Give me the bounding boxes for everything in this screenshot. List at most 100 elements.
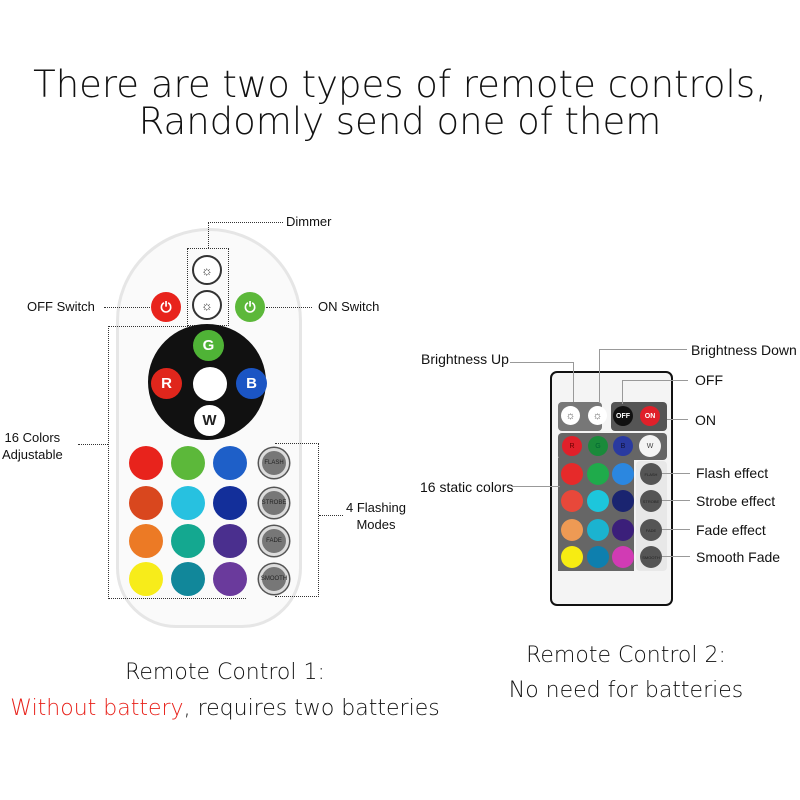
color-button[interactable]: [213, 446, 247, 480]
brightness-down-button-2[interactable]: ☼: [588, 406, 607, 425]
mode-button-strobe[interactable]: STROBE: [259, 488, 289, 518]
dimmer-label: Dimmer: [286, 214, 332, 229]
mode-leader: [662, 473, 690, 474]
remote-1-caption: Remote Control 1:: [125, 660, 325, 685]
mode-button-2-smooth[interactable]: SMOOTH: [640, 546, 662, 568]
color-button[interactable]: [171, 562, 205, 596]
on-label-2: ON: [695, 412, 716, 428]
brightness-up-leader-v: [573, 362, 574, 402]
green-button[interactable]: G: [193, 330, 224, 361]
on-button-2[interactable]: ON: [640, 406, 660, 426]
white-center-button[interactable]: [193, 367, 227, 401]
static-colors-label: 16 static colors: [420, 479, 514, 495]
off-button-2[interactable]: OFF: [613, 406, 633, 426]
on-button[interactable]: ⏻: [235, 292, 265, 322]
brightness-down-leader-v: [599, 349, 600, 402]
title-line-2: Randomly send one of them: [138, 100, 662, 143]
brightness-up-leader: [510, 362, 574, 363]
color-button[interactable]: [129, 446, 163, 480]
color-button-2[interactable]: [612, 463, 634, 485]
green-button-2[interactable]: G: [588, 436, 608, 456]
color-button[interactable]: [171, 524, 205, 558]
mode-leader: [662, 500, 690, 501]
brightness-up-button[interactable]: ☼: [192, 255, 222, 285]
on-leader-2: [667, 419, 688, 420]
brightness-up-button-2[interactable]: ☼: [561, 406, 580, 425]
battery-requirement: , requires two batteries: [183, 696, 440, 721]
color-button-2[interactable]: [587, 546, 609, 568]
color-button-2[interactable]: [612, 546, 634, 568]
mode-leader: [662, 556, 690, 557]
blue-button[interactable]: B: [236, 368, 267, 399]
color-button-2[interactable]: [612, 519, 634, 541]
color-button-2[interactable]: [612, 490, 634, 512]
color-button-2[interactable]: [561, 519, 583, 541]
color-button-2[interactable]: [587, 490, 609, 512]
white-button[interactable]: W: [194, 405, 225, 436]
red-button-2[interactable]: R: [562, 436, 582, 456]
dimmer-leader: [208, 222, 283, 248]
on-switch-label: ON Switch: [318, 299, 380, 314]
white-button-2[interactable]: W: [639, 435, 661, 457]
brightness-down-button[interactable]: ☼: [192, 290, 222, 320]
color-button[interactable]: [129, 486, 163, 520]
remote-1-battery-note: Without battery, requires two batteries: [0, 696, 450, 721]
mode-button-fade[interactable]: FADE: [259, 526, 289, 556]
modes-label-line-1: 4 Flashing: [346, 500, 406, 515]
mode-button-2-flash[interactable]: FLASH: [640, 463, 662, 485]
remote-2-battery-note: No need for batteries: [508, 678, 744, 703]
bulb-icon: ☼: [565, 409, 576, 422]
modes-leader: [319, 515, 343, 516]
battery-warning: Without battery: [10, 696, 184, 721]
off-label-2: OFF: [695, 372, 723, 388]
color-button[interactable]: [213, 524, 247, 558]
mode-button-smooth[interactable]: SMOOTH: [259, 564, 289, 594]
sun-down-icon: ☼: [201, 297, 213, 313]
color-button[interactable]: [213, 562, 247, 596]
modes-label-line-2: Modes: [356, 517, 396, 532]
brightness-down-label: Brightness Down: [691, 342, 797, 358]
brightness-up-label: Brightness Up: [421, 351, 509, 367]
off-leader-2: [622, 380, 688, 381]
colors-bracket: [108, 326, 190, 599]
off-leader: [104, 307, 150, 308]
mode-button-flash[interactable]: FLASH: [259, 448, 289, 478]
off-leader-2-v: [622, 380, 623, 404]
mode-button-2-fade[interactable]: FADE: [640, 519, 662, 541]
blue-button-2[interactable]: B: [613, 436, 633, 456]
color-button-2[interactable]: [561, 546, 583, 568]
color-button-2[interactable]: [587, 463, 609, 485]
static-leader: [512, 486, 560, 487]
mode-leader: [662, 529, 690, 530]
off-button[interactable]: ⏻: [151, 292, 181, 322]
power-icon: ⏻: [244, 298, 256, 315]
color-button[interactable]: [171, 446, 205, 480]
color-button-2[interactable]: [561, 463, 583, 485]
red-button[interactable]: R: [151, 368, 182, 399]
remote-2-caption: Remote Control 2:: [526, 643, 726, 668]
on-leader: [266, 307, 312, 308]
color-button[interactable]: [171, 486, 205, 520]
mode-button-2-strobe[interactable]: STROBE: [640, 490, 662, 512]
strobe-effect-label: Strobe effect: [696, 493, 776, 509]
color-button[interactable]: [213, 486, 247, 520]
smooth-fade-label: Smooth Fade: [696, 549, 781, 565]
colors-label-line-2: Adjustable: [2, 447, 63, 462]
bulb-icon: ☼: [592, 409, 603, 422]
fade-effect-label: Fade effect: [696, 522, 766, 538]
title-line-1: There are two types of remote controls,: [33, 63, 767, 106]
flash-effect-label: Flash effect: [696, 465, 769, 481]
color-button-2[interactable]: [561, 490, 583, 512]
colors-leader: [78, 444, 108, 445]
colors-label-line-1: 16 Colors: [4, 430, 61, 445]
off-switch-label: OFF Switch: [27, 299, 95, 314]
color-button[interactable]: [129, 562, 163, 596]
color-button-2[interactable]: [587, 519, 609, 541]
sun-up-icon: ☼: [201, 262, 213, 278]
colors-bracket-bottom: [108, 598, 246, 599]
color-button[interactable]: [129, 524, 163, 558]
modes-bracket: [275, 443, 319, 597]
brightness-down-leader: [599, 349, 687, 350]
